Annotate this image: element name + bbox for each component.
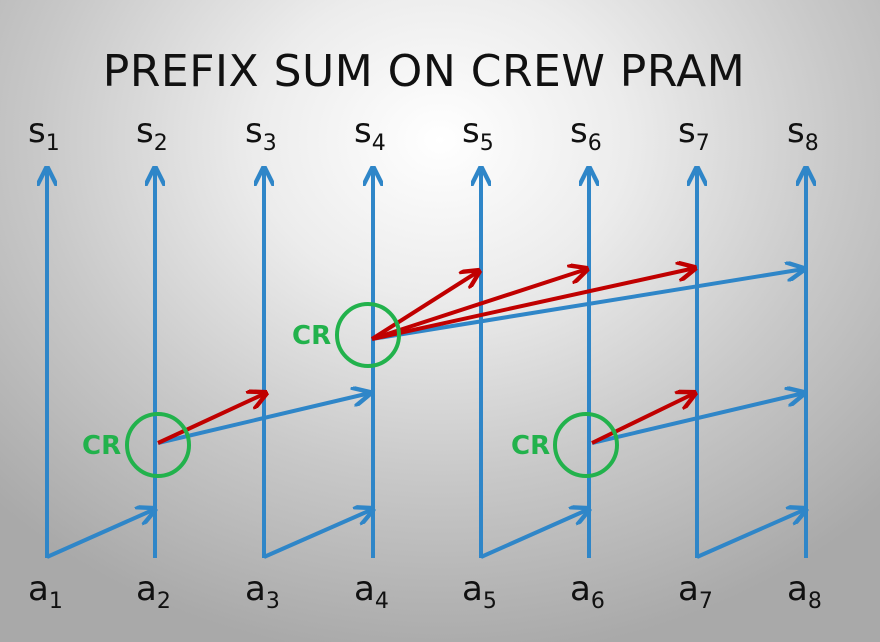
input-label-6: a6 xyxy=(570,569,605,614)
cr-label-1: CR xyxy=(82,431,121,461)
input-label-4: a4 xyxy=(354,569,389,614)
input-label-3: a3 xyxy=(245,569,280,614)
output-label-5: s5 xyxy=(462,111,494,156)
cr-circle-1 xyxy=(125,412,191,478)
input-label-7: a7 xyxy=(678,569,713,614)
input-label-1: a1 xyxy=(28,569,63,614)
output-label-6: s6 xyxy=(570,111,602,156)
step2-arrow-blue-2 xyxy=(591,393,804,445)
output-label-1: s1 xyxy=(28,111,60,156)
input-label-5: a5 xyxy=(462,569,497,614)
input-label-8: a8 xyxy=(787,569,822,614)
step3-arrow-red-1 xyxy=(370,271,479,341)
output-label-8: s8 xyxy=(787,111,819,156)
output-label-7: s7 xyxy=(678,111,710,156)
output-label-4: s4 xyxy=(354,111,386,156)
step1-arrow-3 xyxy=(480,509,589,559)
step2-arrow-blue-1 xyxy=(157,393,370,445)
cr-circle-3 xyxy=(553,412,619,478)
slide-title: PREFIX SUM ON CREW PRAM xyxy=(102,46,746,97)
step2-arrow-red-1 xyxy=(157,393,266,445)
step3-arrow-red-3 xyxy=(371,268,695,341)
cr-label-3: CR xyxy=(511,431,550,461)
output-label-3: s3 xyxy=(245,111,277,156)
cr-circle-2 xyxy=(335,302,401,368)
step3-arrow-blue xyxy=(371,269,804,341)
step1-arrow-2 xyxy=(263,509,373,559)
input-label-2: a2 xyxy=(136,569,171,614)
step1-arrow-4 xyxy=(696,509,806,559)
step3-arrow-red-2 xyxy=(371,269,587,341)
output-label-2: s2 xyxy=(136,111,168,156)
cr-label-2: CR xyxy=(292,321,331,351)
step2-arrow-red-2 xyxy=(591,393,695,445)
step1-arrow-1 xyxy=(46,509,155,559)
